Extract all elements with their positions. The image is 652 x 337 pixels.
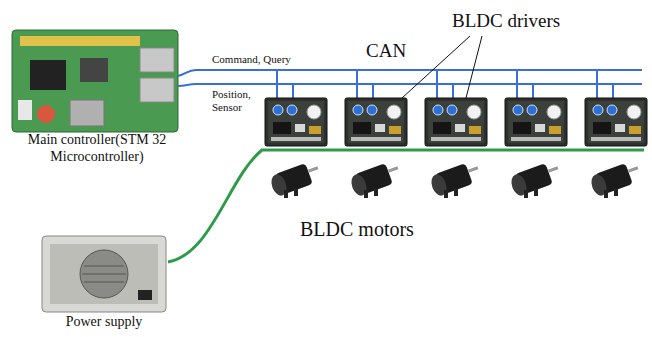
leader-line <box>402 36 482 98</box>
controller-node: Main controller(STM 32 Microcontroller) <box>8 132 186 166</box>
part-label: BLDC motors <box>300 218 414 241</box>
power-supply-node: Power supply <box>30 314 178 331</box>
bus-label: CAN <box>366 40 406 62</box>
part-label: BLDC drivers <box>452 10 560 32</box>
signal-label: Position, Sensor <box>212 88 264 113</box>
power-wire <box>168 150 644 262</box>
signal-label: Command, Query <box>212 53 291 66</box>
caption: Main controller(STM 32 Microcontroller) <box>8 132 186 166</box>
controller-board <box>12 30 178 132</box>
power-supply <box>42 236 166 312</box>
caption: Power supply <box>30 314 178 331</box>
